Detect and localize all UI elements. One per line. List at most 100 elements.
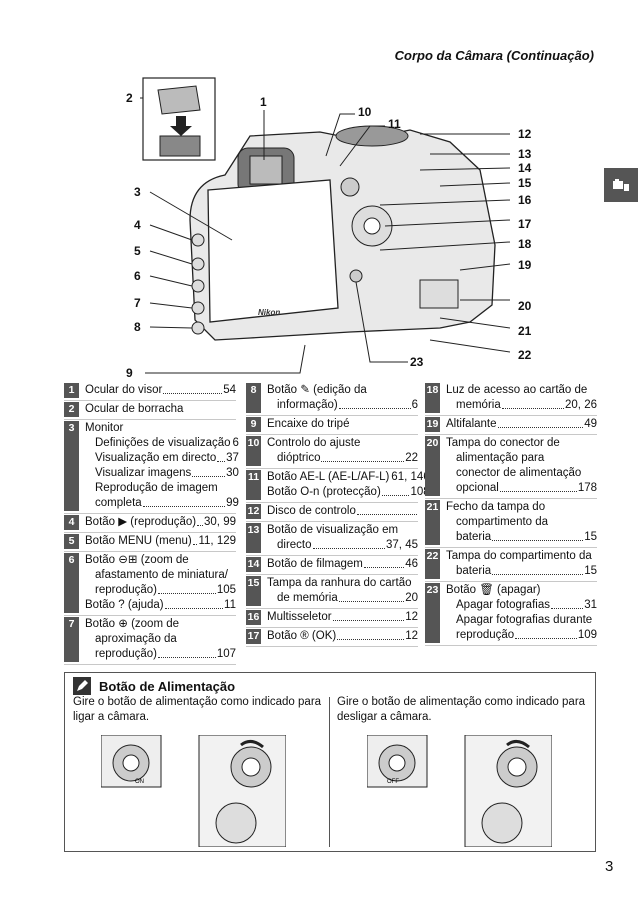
part-label: memória [456, 399, 501, 411]
callout-8: 8 [134, 320, 141, 334]
part-line: conector de alimentação [446, 466, 597, 481]
part-line: reprodução)105 [85, 583, 236, 598]
part-line: Apagar fotografias durante [446, 613, 597, 628]
part-line: Botão ⊖⊞ (zoom de [85, 553, 236, 568]
callout-22: 22 [518, 348, 532, 362]
part-label: Definições de visualização [95, 437, 231, 449]
part-label: Visualização em directo [95, 452, 217, 464]
page-ref: 108 [410, 486, 430, 498]
part-number: 23 [425, 583, 440, 643]
part-number: 6 [64, 553, 79, 613]
part-number: 8 [246, 383, 261, 413]
power-off-illustration: OFF [367, 735, 552, 847]
camera-section-icon [613, 179, 629, 191]
page-ref: 178 [577, 482, 597, 494]
switch-on-label: ON [135, 779, 144, 785]
part-number: 10 [246, 436, 261, 466]
callout-1: 1 [260, 95, 267, 109]
part-label: opcional [456, 482, 499, 494]
page-ref: 11 [224, 599, 236, 611]
page-ref: 37, 45 [386, 539, 418, 551]
part-label: bateria [456, 531, 492, 543]
power-on-illustration: ON [101, 735, 286, 847]
switch-off-label: OFF [387, 779, 399, 785]
part-line: Botão ® (OK)12 [267, 629, 418, 644]
part-line: Ocular de borracha [85, 402, 236, 417]
part-number: 15 [246, 576, 261, 606]
page-ref: 15 [584, 565, 597, 577]
callout-2: 2 [126, 91, 133, 105]
callout-5: 5 [134, 244, 141, 258]
callout-4: 4 [134, 218, 141, 232]
part-label: Ocular do visor [85, 384, 163, 396]
part-line: Botão 🗑 (apagar) [446, 583, 597, 598]
part-label: Botão O-n (protecção) [267, 486, 381, 498]
part-label: conector de alimentação [456, 467, 582, 479]
part-label: Botão ? (ajuda) [85, 599, 164, 611]
page-ref: 46 [405, 558, 418, 570]
part-label: Visualizar imagens [95, 467, 192, 479]
part-label: afastamento de miniatura/ [95, 569, 228, 581]
page-ref: 49 [584, 418, 597, 430]
part-line: alimentação para [446, 451, 597, 466]
part-number: 18 [425, 383, 440, 413]
callout-20: 20 [518, 299, 532, 313]
part-line: informação)6 [267, 398, 418, 413]
part-number: 13 [246, 523, 261, 553]
part-label: alimentação para [456, 452, 545, 464]
part-line: Botão ⊕ (zoom de [85, 617, 236, 632]
part-number: 21 [425, 500, 440, 545]
callout-11: 11 [388, 117, 401, 131]
part-line: Reprodução de imagem [85, 481, 239, 496]
power-switch-note: Botão de Alimentação Gire o botão de ali… [64, 672, 596, 852]
parts-row: 20 Tampa do conector de alimentação para co… [425, 435, 597, 499]
part-line: Tampa do conector de [446, 436, 597, 451]
part-number: 20 [425, 436, 440, 496]
part-label: dióptrico [277, 452, 321, 464]
part-number: 7 [64, 617, 79, 662]
part-label: Tampa do compartimento da [446, 550, 592, 562]
part-line: Botão MENU (menu)11, 129 [85, 534, 236, 549]
callout-18: 18 [518, 237, 532, 251]
part-label: Altifalante [446, 418, 497, 430]
part-label: compartimento da [456, 516, 549, 528]
part-label: completa [95, 497, 142, 509]
parts-row: 8 Botão ✎ (edição da informação)6 [246, 382, 418, 416]
part-label: Ocular de borracha [85, 403, 184, 415]
callout-12: 12 [518, 127, 532, 141]
part-line: aproximação da [85, 632, 236, 647]
callout-9: 9 [126, 366, 133, 380]
part-label: Disco de controlo [267, 505, 356, 517]
part-label: Tampa do conector de [446, 437, 560, 449]
callout-13: 13 [518, 147, 532, 161]
part-label: Botão ⊖⊞ (zoom de [85, 554, 189, 566]
callout-7: 7 [134, 296, 141, 310]
part-number: 14 [246, 557, 261, 572]
note-title-text: Botão de Alimentação [99, 678, 236, 694]
page-ref: 107 [216, 648, 236, 660]
part-label: reprodução [456, 629, 515, 641]
part-line: compartimento da [446, 515, 597, 530]
part-line: Monitor [85, 421, 239, 436]
part-label: Botão ✎ (edição da [267, 384, 367, 396]
part-label: Botão ▶ (reprodução) [85, 516, 197, 528]
callout-10: 10 [358, 105, 372, 119]
